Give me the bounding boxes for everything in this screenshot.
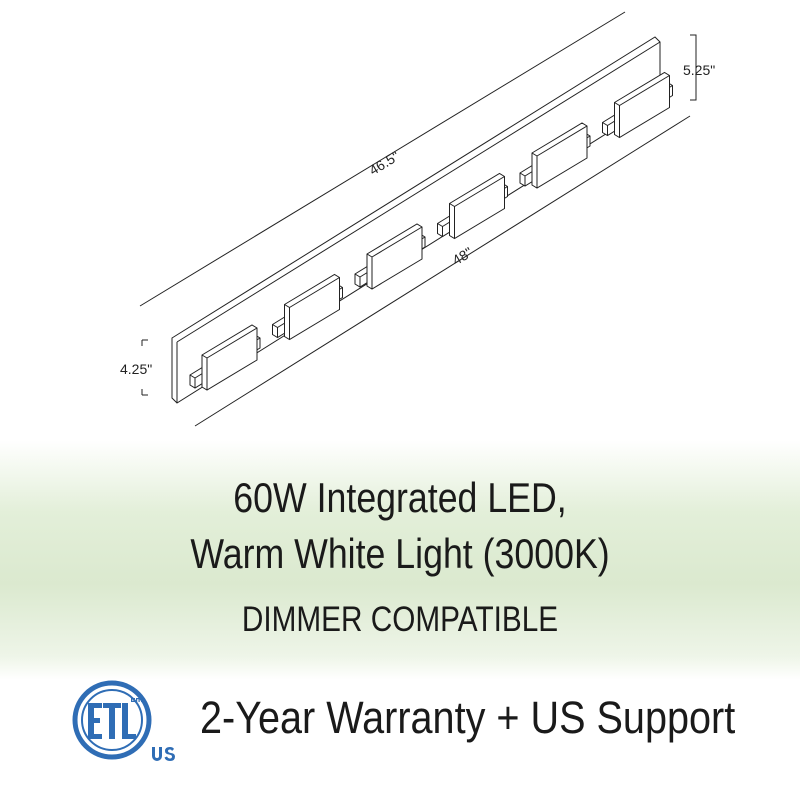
dimension-bracket-right bbox=[690, 34, 697, 101]
light-module bbox=[272, 273, 343, 341]
dimension-label-height-right: 5.25" bbox=[683, 62, 716, 78]
fixture-diagram bbox=[139, 11, 697, 427]
feature-band bbox=[0, 440, 800, 680]
light-module bbox=[602, 71, 673, 139]
etl-logo bbox=[72, 680, 175, 761]
dimension-label-height-left: 4.25" bbox=[120, 361, 153, 377]
light-module bbox=[519, 122, 591, 189]
light-module bbox=[437, 172, 508, 240]
feature-line-3: DIMMER COMPATIBLE bbox=[241, 600, 559, 639]
dimension-bracket-left bbox=[141, 339, 148, 396]
dimension-line-width bbox=[139, 11, 626, 307]
feature-line-1: 60W Integrated LED, bbox=[233, 474, 567, 521]
etl-lettering bbox=[88, 698, 175, 761]
dimension-line-length bbox=[194, 115, 691, 427]
warranty-text: 2-Year Warranty + US Support bbox=[200, 692, 736, 743]
light-module bbox=[354, 223, 426, 290]
light-module bbox=[189, 324, 261, 391]
feature-line-2: Warm White Light (3000K) bbox=[190, 530, 610, 577]
